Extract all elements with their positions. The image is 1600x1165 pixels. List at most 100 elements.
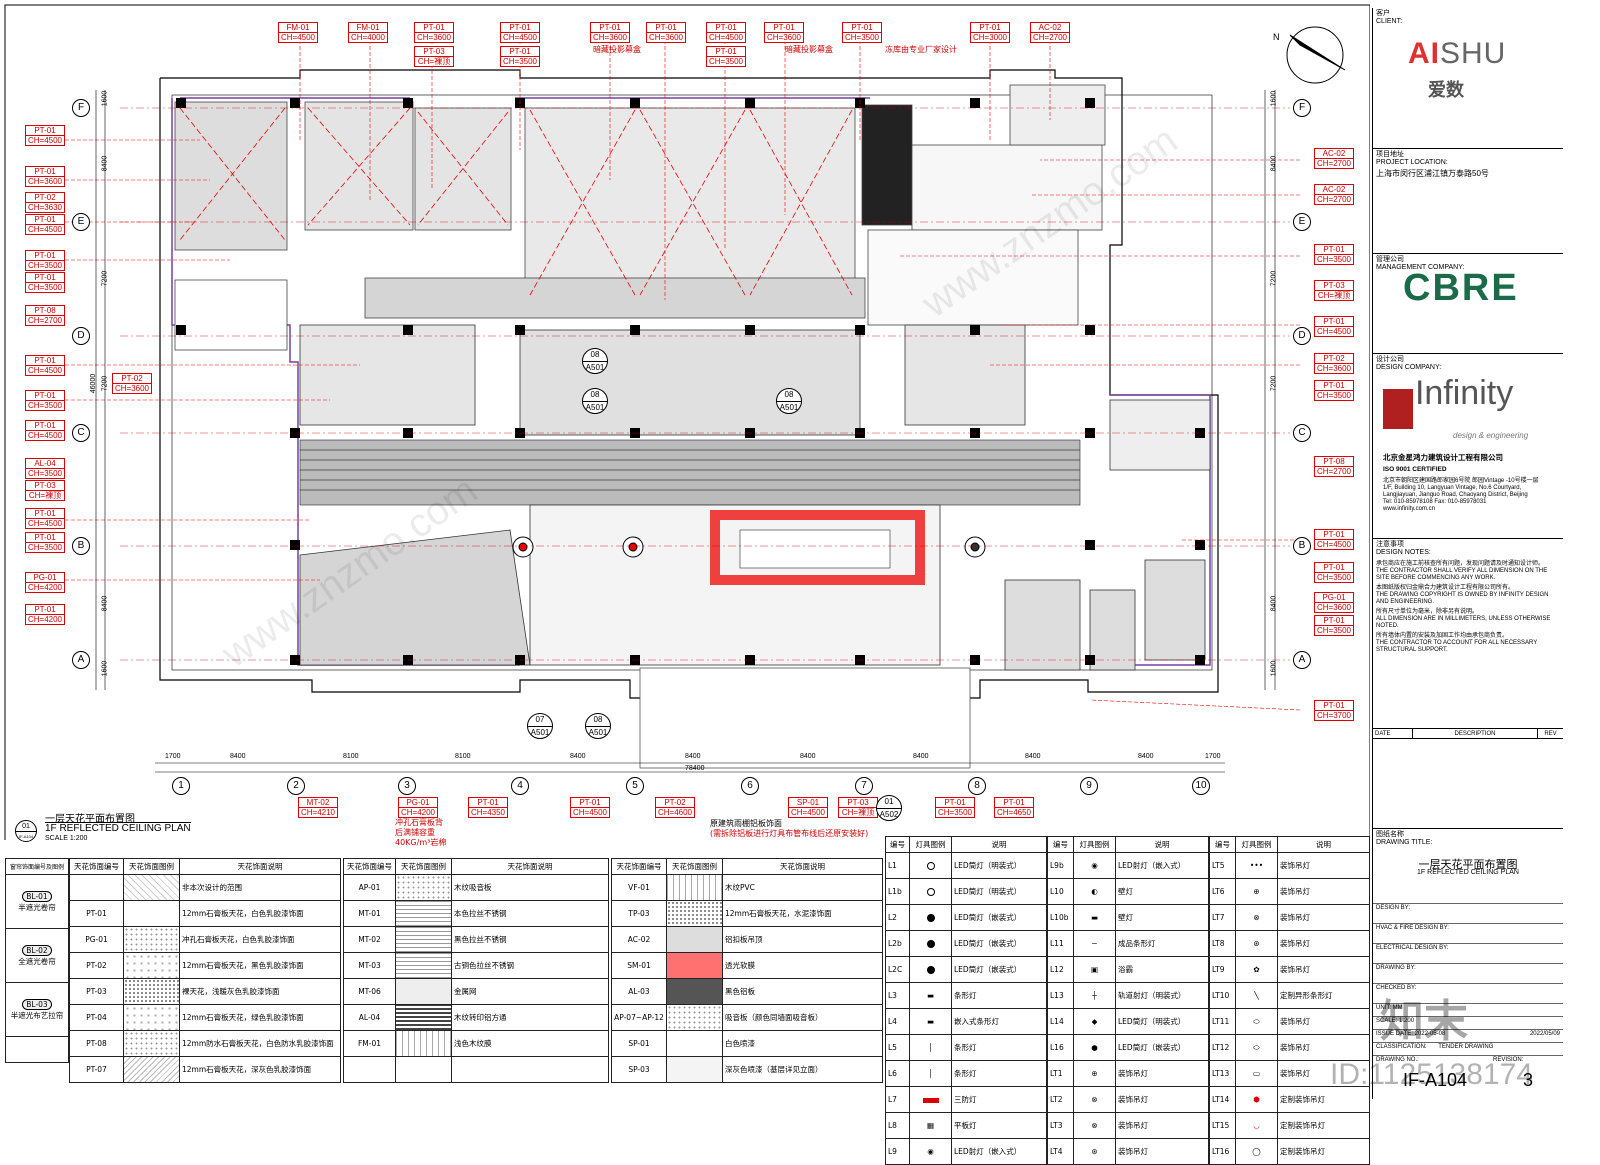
legend-row: LT10╲定制异形条形灯 xyxy=(1209,982,1370,1009)
dim-value: 8400 xyxy=(101,595,109,612)
legend-header: 天花饰面编号 xyxy=(611,858,667,875)
curtain-code: BL-03 xyxy=(22,998,52,1010)
dim-value: 8400 xyxy=(1270,155,1278,172)
design-label-en: DESIGN COMPANY: xyxy=(1376,364,1442,371)
dim-value: 8400 xyxy=(800,753,816,760)
legend-header: 天花饰面图例 xyxy=(395,858,452,875)
legend-row: LT8⊛装饰吊灯 xyxy=(1209,930,1370,957)
legend-row: L6│条形灯 xyxy=(885,1060,1047,1087)
dim-lines xyxy=(95,90,1276,773)
corridor xyxy=(299,439,1081,506)
light-icon xyxy=(926,914,935,922)
dim-value: 8400 xyxy=(685,753,701,760)
curtain-code: BL-02 xyxy=(22,944,52,956)
legend-row: L4▬嵌入式条形灯 xyxy=(885,1008,1047,1035)
dim-value: 8100 xyxy=(343,753,359,760)
dim-value: 8400 xyxy=(230,753,246,760)
legend-header: 天花饰面说明 xyxy=(179,858,341,875)
dim-value: 1700 xyxy=(1205,753,1221,760)
mgmt-section: 管理公司 MANAGEMENT COMPANY: CBRE xyxy=(1373,253,1563,353)
design-section: 设计公司 DESIGN COMPANY: Infinity design & e… xyxy=(1373,353,1563,538)
tb-row: DESIGN BY: xyxy=(1373,903,1563,916)
notes-label-en: DESIGN NOTES: xyxy=(1376,549,1431,556)
notes-section: 注意事项 DESIGN NOTES: 承包商应在施工前核查所有问题，发现问题请及… xyxy=(1373,538,1563,728)
tb-row: UNIT: MM xyxy=(1373,1003,1563,1016)
legend-header: 天花饰面编号 xyxy=(343,858,396,875)
dim-value: 1600 xyxy=(1270,90,1278,107)
dim-value: 8400 xyxy=(1138,753,1154,760)
dim-value: 8400 xyxy=(1025,753,1041,760)
light-icon xyxy=(926,940,935,948)
legend-row: 非本次设计的范围 xyxy=(69,874,341,901)
grid-bubble: B xyxy=(72,537,90,555)
legend-row: LT13▭装饰吊灯 xyxy=(1209,1060,1370,1087)
legend-row: L10◐壁灯 xyxy=(1047,878,1209,905)
legend-header: 灯具图例 xyxy=(1073,836,1116,853)
ceiling-plan-drawing: N xyxy=(4,4,1370,840)
dim-value: 1600 xyxy=(101,90,109,107)
legend-row: L3▬条形灯 xyxy=(885,982,1047,1009)
revision-section: DATE DESCRIPTION REV xyxy=(1373,728,1563,828)
rev-col-desc: DESCRIPTION xyxy=(1413,729,1538,738)
dim-value: 8100 xyxy=(455,753,471,760)
design-label-cn: 设计公司 xyxy=(1376,356,1404,363)
company-name: 北京金星鸿力建筑设计工程有限公司 xyxy=(1383,453,1503,462)
grid-bubble: 5 xyxy=(626,777,644,795)
grid-bubble: E xyxy=(72,213,90,231)
dim-value: 7200 xyxy=(1270,270,1278,287)
plan-note: 冻库由专业厂家设计 xyxy=(885,45,957,54)
tb-row: DRAWING BY: xyxy=(1373,963,1563,976)
grid-bubble: A xyxy=(1293,651,1311,669)
legend-row: L11─成品条形灯 xyxy=(1047,930,1209,957)
dim-value: 7200 xyxy=(1270,375,1278,392)
plan-note: 后满铺容重 xyxy=(395,828,435,837)
legend-row: L14◆LED筒灯（明装式） xyxy=(1047,1008,1209,1035)
design-logo-sub: design & engineering xyxy=(1453,431,1529,440)
legend-header: 灯具图例 xyxy=(909,836,952,853)
legend-row: L9b◉LED射灯（嵌入式） xyxy=(1047,852,1209,879)
dim-value: 7200 xyxy=(101,270,109,287)
legend-header: 窗帘饰面编号及图例 xyxy=(5,858,69,875)
drawing-number-row: DRAWING NO.: REVISION: IF-A104 3 xyxy=(1373,1055,1563,1099)
legend-row: LT14⬢定制装饰吊灯 xyxy=(1209,1086,1370,1113)
plan-note: (需拆除铝板进行灯具布管布线后还原安装好) xyxy=(710,829,869,838)
grid-bubble: 3 xyxy=(398,777,416,795)
dim-value: 8400 xyxy=(913,753,929,760)
grid-bubble: B xyxy=(1293,537,1311,555)
